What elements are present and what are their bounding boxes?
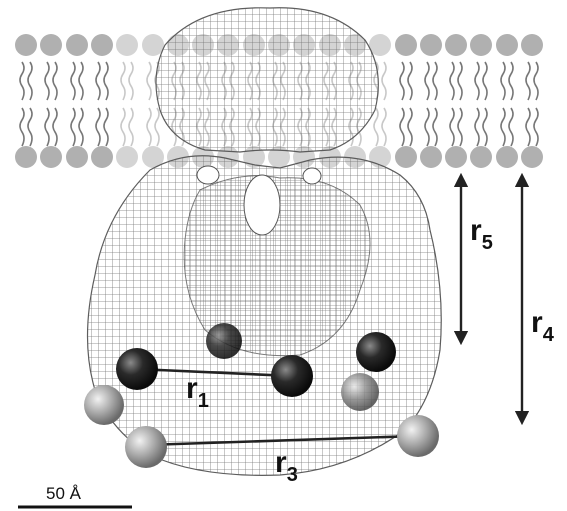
sphere-light-bottom-left bbox=[125, 426, 167, 468]
lipid-head bbox=[15, 34, 37, 56]
lipid-tail bbox=[408, 108, 412, 146]
lipid-head bbox=[445, 146, 467, 168]
lipid-tail bbox=[534, 62, 538, 100]
scale-bar-label: 50 Å bbox=[46, 484, 82, 503]
lipid-tail bbox=[534, 108, 538, 146]
protein-upper-lobe bbox=[156, 8, 378, 152]
cavity-center bbox=[244, 175, 280, 235]
sphere-light-bottom-right bbox=[397, 415, 439, 457]
lipid-tail bbox=[400, 108, 404, 146]
lipid-tail bbox=[129, 108, 133, 146]
lipid-head bbox=[395, 146, 417, 168]
lipid-head bbox=[445, 34, 467, 56]
lipid-tail bbox=[458, 108, 462, 146]
lipid-tail bbox=[121, 108, 125, 146]
lipid-tail bbox=[509, 108, 513, 146]
lipid-head bbox=[521, 34, 543, 56]
scale-bar: 50 Å bbox=[18, 484, 132, 507]
lipid-tail bbox=[155, 108, 159, 146]
sphere-mid-right bbox=[341, 373, 379, 411]
lipid-tail bbox=[28, 62, 32, 100]
lipid-tail bbox=[129, 62, 133, 100]
lipid-tail bbox=[28, 108, 32, 146]
lipid-tail bbox=[433, 62, 437, 100]
lipid-head bbox=[116, 34, 138, 56]
lipid-tail bbox=[147, 108, 151, 146]
lipid-tail bbox=[526, 108, 530, 146]
lipid-head bbox=[496, 146, 518, 168]
lipid-head bbox=[395, 34, 417, 56]
lipid-head bbox=[496, 34, 518, 56]
cavity-right bbox=[303, 168, 321, 184]
lipid-tail bbox=[53, 62, 57, 100]
lipid-tail bbox=[509, 62, 513, 100]
protein-mesh-envelope bbox=[88, 8, 442, 476]
lipid-tail bbox=[71, 108, 75, 146]
lipid-head bbox=[420, 34, 442, 56]
lipid-head bbox=[40, 34, 62, 56]
lipid-tail bbox=[425, 108, 429, 146]
sphere-dark-right bbox=[356, 332, 396, 372]
lipid-tail bbox=[45, 62, 49, 100]
lipid-tail bbox=[104, 108, 108, 146]
lipid-tail bbox=[458, 62, 462, 100]
lipid-tail bbox=[45, 108, 49, 146]
lipid-tail bbox=[475, 62, 479, 100]
lipid-head bbox=[470, 34, 492, 56]
lipid-tail bbox=[79, 62, 83, 100]
lipid-head bbox=[116, 146, 138, 168]
lipid-tail bbox=[483, 108, 487, 146]
lipid-head bbox=[66, 34, 88, 56]
lipid-tail bbox=[483, 62, 487, 100]
lipid-head bbox=[15, 146, 37, 168]
lipid-tail bbox=[121, 62, 125, 100]
label-r4: r4 bbox=[531, 306, 555, 346]
sphere-dark-center bbox=[271, 355, 313, 397]
lipid-tail bbox=[104, 62, 108, 100]
lipid-tail bbox=[450, 108, 454, 146]
lipid-tail bbox=[20, 108, 24, 146]
cavity-left bbox=[197, 166, 219, 184]
lipid-head bbox=[521, 146, 543, 168]
lipid-tail bbox=[408, 62, 412, 100]
lipid-tail bbox=[71, 62, 75, 100]
lipid-tail bbox=[382, 62, 386, 100]
lipid-tail bbox=[382, 108, 386, 146]
lipid-tail bbox=[96, 62, 100, 100]
lipid-tail bbox=[79, 108, 83, 146]
lipid-head bbox=[470, 146, 492, 168]
lipid-tail bbox=[433, 108, 437, 146]
lipid-tail bbox=[425, 62, 429, 100]
lipid-tail bbox=[147, 62, 151, 100]
lipid-head bbox=[91, 146, 113, 168]
lipid-head bbox=[91, 34, 113, 56]
sphere-dark-back bbox=[206, 323, 242, 359]
lipid-tail bbox=[96, 108, 100, 146]
lipid-tail bbox=[53, 108, 57, 146]
lipid-tail bbox=[501, 62, 505, 100]
lipid-tail bbox=[450, 62, 454, 100]
lipid-head bbox=[66, 146, 88, 168]
lipid-tail bbox=[400, 62, 404, 100]
label-r5: r5 bbox=[470, 214, 493, 254]
lipid-tail bbox=[475, 108, 479, 146]
lipid-tail bbox=[20, 62, 24, 100]
sphere-light-left bbox=[84, 385, 124, 425]
lipid-head bbox=[40, 146, 62, 168]
lipid-head bbox=[142, 34, 164, 56]
sphere-dark-left bbox=[116, 348, 158, 390]
lipid-tail bbox=[501, 108, 505, 146]
lipid-tail bbox=[374, 108, 378, 146]
lipid-head bbox=[420, 146, 442, 168]
lipid-tail bbox=[526, 62, 530, 100]
